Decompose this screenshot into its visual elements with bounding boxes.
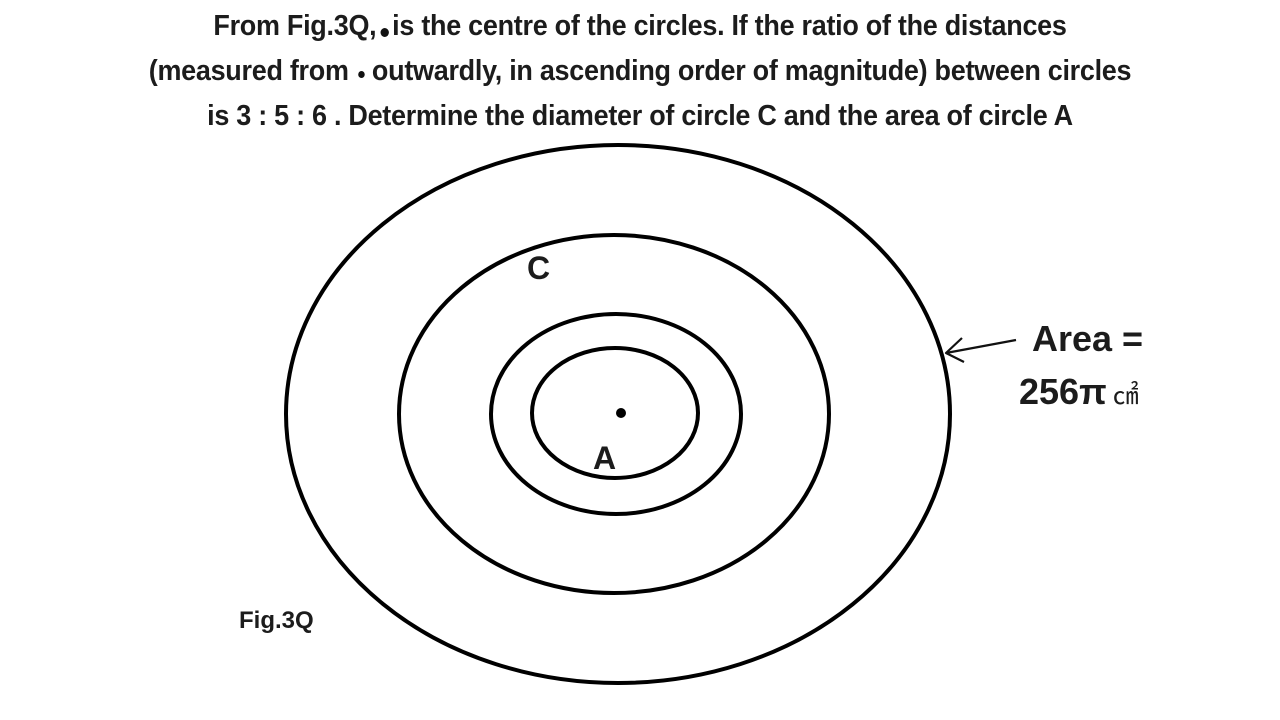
circle-a-label: A bbox=[593, 440, 617, 476]
circle-b bbox=[489, 312, 743, 516]
figure-caption: Fig.3Q bbox=[239, 607, 314, 634]
area-annotation-label: Area = bbox=[1032, 318, 1144, 359]
centre-dot-icon bbox=[380, 28, 389, 37]
question-line-1-start: From Fig.3Q, bbox=[213, 10, 377, 42]
area-value: 256π bbox=[1019, 371, 1107, 412]
left-arrow-icon bbox=[944, 337, 1017, 363]
circle-c-label: C bbox=[527, 250, 551, 286]
circle-a bbox=[530, 346, 700, 480]
question-line-2-end: outwardly, in ascending order of magnitu… bbox=[371, 55, 1132, 87]
question-line-2-start: (measured from bbox=[148, 55, 349, 87]
question-line-3: is 3 : 5 : 6 . Determine the diameter of… bbox=[207, 100, 1073, 132]
area-unit: ㎠ bbox=[1112, 380, 1139, 410]
circle-outer bbox=[284, 143, 952, 685]
question-text: From Fig.3Q, is the centre of the circles… bbox=[45, 4, 1235, 139]
question-line-2: (measured from outwardly, in ascending or… bbox=[45, 49, 1235, 94]
circle-c bbox=[397, 233, 831, 595]
question-line-1-end: is the centre of the circles. If the rat… bbox=[392, 10, 1067, 42]
centre-point-icon bbox=[616, 408, 626, 418]
centre-dot-icon bbox=[357, 71, 365, 78]
question-line-1: From Fig.3Q, is the centre of the circles… bbox=[45, 4, 1235, 49]
